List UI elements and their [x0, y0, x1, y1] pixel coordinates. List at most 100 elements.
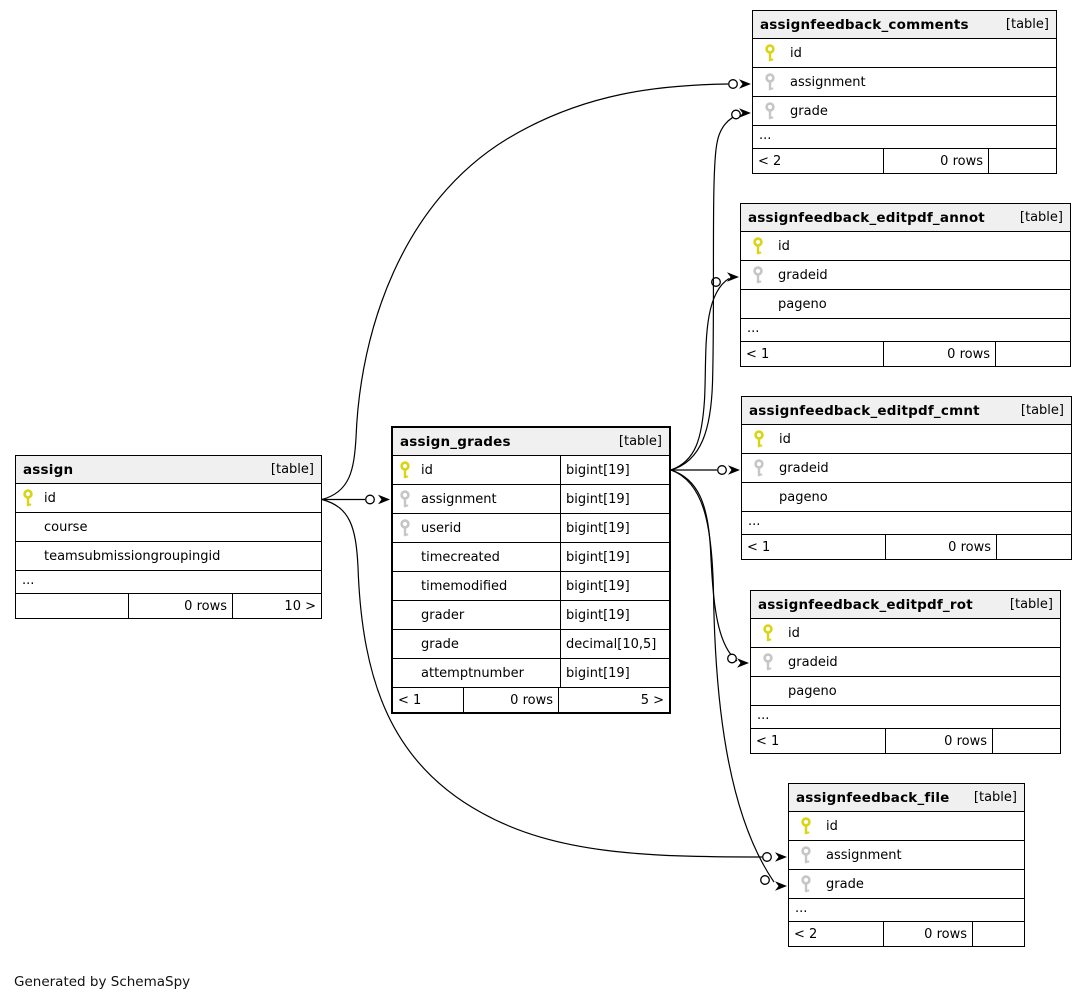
- column-name-cell: id: [753, 39, 1056, 67]
- more-columns-ellipsis: ...: [789, 899, 1024, 922]
- arrowhead-marker: [727, 272, 739, 282]
- column-name-cell: assignment: [393, 485, 560, 513]
- primary-key-icon: [22, 488, 35, 508]
- column-row-id: id: [742, 425, 1071, 454]
- foreign-key-icon: [764, 72, 777, 92]
- column-name-cell: course: [16, 513, 321, 541]
- cardinality-circle-marker: [762, 852, 772, 862]
- foreign-key-icon: [800, 874, 813, 894]
- column-name-cell: id: [741, 232, 1070, 260]
- table-header: assignfeedback_editpdf_cmnt [table]: [742, 397, 1071, 425]
- column-name-cell: attemptnumber: [393, 659, 560, 687]
- column-name: course: [44, 519, 88, 535]
- arrowhead-marker: [775, 852, 787, 862]
- table-type-tag: [table]: [270, 462, 314, 477]
- table-name[interactable]: assign: [23, 461, 74, 478]
- arrowhead-marker: [775, 881, 787, 891]
- column-type: decimal[10,5]: [560, 630, 669, 658]
- primary-key-icon: [762, 623, 775, 643]
- table-name[interactable]: assignfeedback_comments: [760, 16, 969, 33]
- footer-parents-stat: 5 >: [558, 688, 669, 712]
- primary-key-icon: [800, 816, 813, 836]
- primary-key-icon: [764, 43, 777, 63]
- column-name-cell: pageno: [751, 677, 1060, 705]
- column-name-cell: id: [751, 619, 1060, 647]
- foreign-key-icon: [762, 652, 775, 672]
- column-name: id: [421, 462, 433, 478]
- cardinality-circle-marker: [731, 109, 741, 120]
- column-name-cell: assignment: [753, 68, 1056, 96]
- column-name: assignment: [790, 74, 866, 90]
- column-row-pageno: pageno: [741, 290, 1070, 319]
- column-name-cell: grade: [789, 870, 1024, 898]
- foreign-key-icon: [399, 518, 412, 538]
- primary-key-icon: [752, 236, 765, 256]
- footer-children-stat: < 2: [794, 926, 818, 942]
- relationship-line-assign.id-to-assignfeedback_comments.assignment: [321, 83, 729, 501]
- table-type-tag: [table]: [1020, 403, 1064, 418]
- column-row-id: id: [16, 484, 321, 513]
- column-name-cell: pageno: [741, 290, 1070, 318]
- table-name[interactable]: assign_grades: [400, 433, 511, 450]
- column-name-cell: teamsubmissiongroupingid: [16, 542, 321, 570]
- footer-children-stat: < 1: [747, 539, 771, 555]
- foreign-key-icon: [753, 458, 766, 478]
- column-name-cell: userid: [393, 514, 560, 542]
- footer-row-count: 0 rows: [128, 594, 232, 618]
- column-name-cell: gradeid: [751, 648, 1060, 676]
- column-type: bigint[19]: [560, 659, 669, 687]
- table-header: assign [table]: [16, 456, 321, 484]
- footer-children-stat: < 2: [758, 153, 782, 169]
- column-row-gradeid: gradeid: [751, 648, 1060, 677]
- footer-parents-stat: [992, 729, 1060, 753]
- column-name: id: [826, 818, 838, 834]
- table-name[interactable]: assignfeedback_editpdf_cmnt: [749, 402, 980, 419]
- relationship-line-assign_grades.id-to-assignfeedback_file.grade: [670, 469, 775, 883]
- primary-key-icon: [753, 429, 766, 449]
- column-name: assignment: [826, 847, 902, 863]
- column-row-id: id: [751, 619, 1060, 648]
- column-name-cell: id: [16, 484, 321, 512]
- footer-row-count: 0 rows: [883, 922, 972, 946]
- table-type-tag: [table]: [618, 434, 662, 449]
- table-name[interactable]: assignfeedback_editpdf_annot: [748, 209, 985, 226]
- column-name: pageno: [788, 683, 837, 699]
- table-name[interactable]: assignfeedback_file: [796, 789, 950, 806]
- column-row-id: id: [789, 812, 1024, 841]
- footer-parents-stat: [988, 149, 1056, 173]
- column-name: grader: [421, 607, 465, 623]
- footer-children-stat: < 1: [756, 733, 780, 749]
- footer-row-count: 0 rows: [883, 149, 988, 173]
- table-name[interactable]: assignfeedback_editpdf_rot: [758, 596, 973, 613]
- column-name: grade: [790, 103, 828, 119]
- cardinality-circle-marker: [365, 494, 375, 505]
- cardinality-circle-marker: [728, 79, 738, 89]
- table-type-tag: [table]: [1019, 210, 1063, 225]
- table-header: assignfeedback_comments[table]: [753, 11, 1056, 39]
- column-row-pageno: pageno: [751, 677, 1060, 706]
- column-row-id: id: [741, 232, 1070, 261]
- footer-children-stat: < 1: [746, 346, 770, 362]
- footer-parents-stat: [972, 922, 1024, 946]
- relationship-line-assign_grades.id-to-assignfeedback_editpdf_annot.gradeid: [670, 277, 730, 471]
- relationship-line-assign.id-to-assignfeedback_file.assignment: [321, 498, 763, 858]
- table-type-tag: [table]: [1009, 597, 1053, 612]
- column-name-cell: gradeid: [742, 454, 1071, 482]
- column-type: bigint[19]: [560, 514, 669, 542]
- footer-parents-stat: [996, 535, 1071, 559]
- column-name-cell: grader: [393, 601, 560, 629]
- column-row-course: course: [16, 513, 321, 542]
- foreign-key-icon: [399, 489, 412, 509]
- column-row-gradeid: gradeid: [742, 454, 1071, 483]
